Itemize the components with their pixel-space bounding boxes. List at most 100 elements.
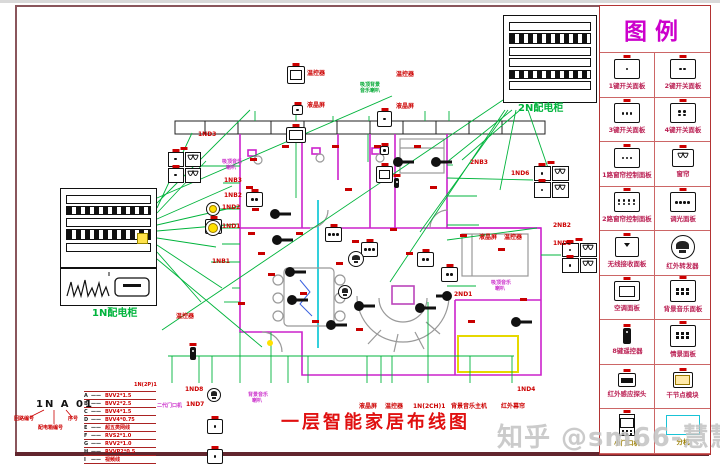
legend-item-label: 1键开关面板	[608, 82, 646, 90]
ceiling-speaker	[207, 388, 221, 402]
key-dot	[625, 112, 629, 115]
key-dot	[336, 233, 339, 236]
key-dot	[625, 67, 629, 70]
key-dot	[251, 198, 254, 201]
cabinet-1n	[60, 188, 157, 268]
curtain-panel-grid	[533, 161, 569, 198]
circuit-mid-note: 配电箱编号	[38, 425, 64, 431]
device-label: 温控器	[176, 313, 195, 320]
key-dot	[622, 199, 625, 202]
key-dot	[621, 156, 625, 159]
device-label: 二代门口机	[157, 403, 183, 409]
curtain-panel-grid	[167, 147, 201, 183]
device-label: 1N配电柜	[92, 308, 138, 319]
red-tick	[679, 54, 686, 58]
key-dot	[328, 233, 331, 236]
key-dot	[213, 455, 217, 458]
red-tick	[330, 224, 337, 227]
legend-item-bgm-panel: 背景音乐面板	[655, 276, 710, 320]
key-dot	[383, 149, 386, 152]
red-tick	[679, 368, 686, 372]
thermostat-panel	[287, 63, 305, 84]
legend-item-extension-unit: 分机	[655, 409, 710, 454]
key-dot	[332, 233, 335, 236]
wiring	[156, 95, 561, 383]
legend-item-switch-4key: 4键开关面板	[655, 98, 710, 142]
curtain-icon	[554, 167, 566, 174]
key-dot	[617, 202, 620, 206]
device-label: 液晶屏	[307, 102, 326, 109]
legend-item-label: 1路窗帘控制面板	[602, 171, 652, 179]
curtain-cell	[551, 165, 569, 181]
yellow-room-outline	[457, 335, 519, 373]
legend-item-remote-8key: 8键遥控器	[600, 320, 655, 365]
device-label: 1ND4	[517, 386, 536, 393]
device-label: 2NB3	[470, 159, 488, 166]
curtain-switch-cell	[561, 255, 579, 273]
key-dot	[679, 67, 682, 70]
key-dot	[678, 110, 681, 113]
wire-spec-row: G——RVV2*1.0	[84, 440, 156, 448]
red-tick	[623, 99, 631, 103]
frame-bottom-bar	[15, 452, 709, 456]
red-tick	[180, 147, 188, 150]
key-dot	[368, 248, 371, 251]
legend-item-label: 背景音乐面板	[663, 305, 702, 313]
top-beam	[174, 120, 546, 135]
curtain-icon	[676, 152, 689, 159]
ir-device	[393, 174, 400, 188]
device-label: 音乐喇叭	[360, 88, 381, 94]
switch-panel-1nb3	[207, 416, 223, 434]
legend-item-dimmer-panel: 调光面板	[655, 187, 710, 231]
curtain-panel-grid	[561, 238, 597, 273]
key-dot	[683, 110, 686, 113]
legend-item-label: 2路窗帘控制面板	[602, 215, 652, 223]
red-tick	[381, 163, 388, 166]
wire-spec-row: E——超五类网线	[84, 424, 156, 432]
wire-spec-row: C——BVV4*1.5	[84, 408, 156, 416]
red-tick	[679, 99, 686, 103]
red-tick	[679, 188, 686, 192]
device-label: 1ND1	[222, 223, 241, 230]
cabinet-2n	[503, 15, 597, 103]
red-tick	[547, 161, 555, 164]
key-dot	[426, 258, 429, 261]
curtain-icon	[582, 244, 594, 251]
key-dot	[683, 67, 686, 70]
circuit-code: 1N A 01	[36, 399, 94, 410]
legend-item-label: 分机	[676, 438, 689, 446]
ceiling-speaker	[348, 251, 364, 267]
small-panel	[292, 102, 303, 115]
red-tick	[679, 320, 686, 324]
device-label: 喇叭	[226, 165, 237, 171]
red-tick	[679, 276, 686, 280]
device-label: 1ND6	[511, 170, 530, 177]
device-label: 1N(2P)1	[134, 382, 157, 388]
red-tick	[422, 249, 429, 252]
red-tick	[366, 239, 373, 242]
ceiling-lights	[270, 157, 532, 330]
device-label: 1ND8	[185, 386, 204, 393]
ceiling-speaker	[338, 285, 352, 299]
legend-item-label: 小门口机	[614, 439, 640, 447]
key-dot	[687, 201, 690, 204]
lcd-panel	[286, 124, 306, 143]
red-tick	[623, 277, 631, 281]
legend-item-switch-1key: 1键开关面板	[600, 53, 655, 98]
device-label: 温控器	[385, 403, 404, 410]
key-dot	[675, 201, 678, 204]
ir-curtain-device	[189, 343, 197, 360]
legend-item-scene-panel: 情景面板	[655, 320, 710, 365]
red-tick	[575, 238, 583, 241]
red-tick	[211, 446, 219, 449]
antenna-icon	[624, 243, 630, 250]
key-dot	[364, 248, 367, 251]
device-label: 1NB1	[212, 258, 230, 265]
device-1nd2	[206, 202, 220, 216]
key-dot	[683, 201, 686, 204]
device-label: 温控器	[504, 234, 523, 241]
key-dot	[213, 425, 217, 428]
red-tick	[393, 174, 400, 177]
